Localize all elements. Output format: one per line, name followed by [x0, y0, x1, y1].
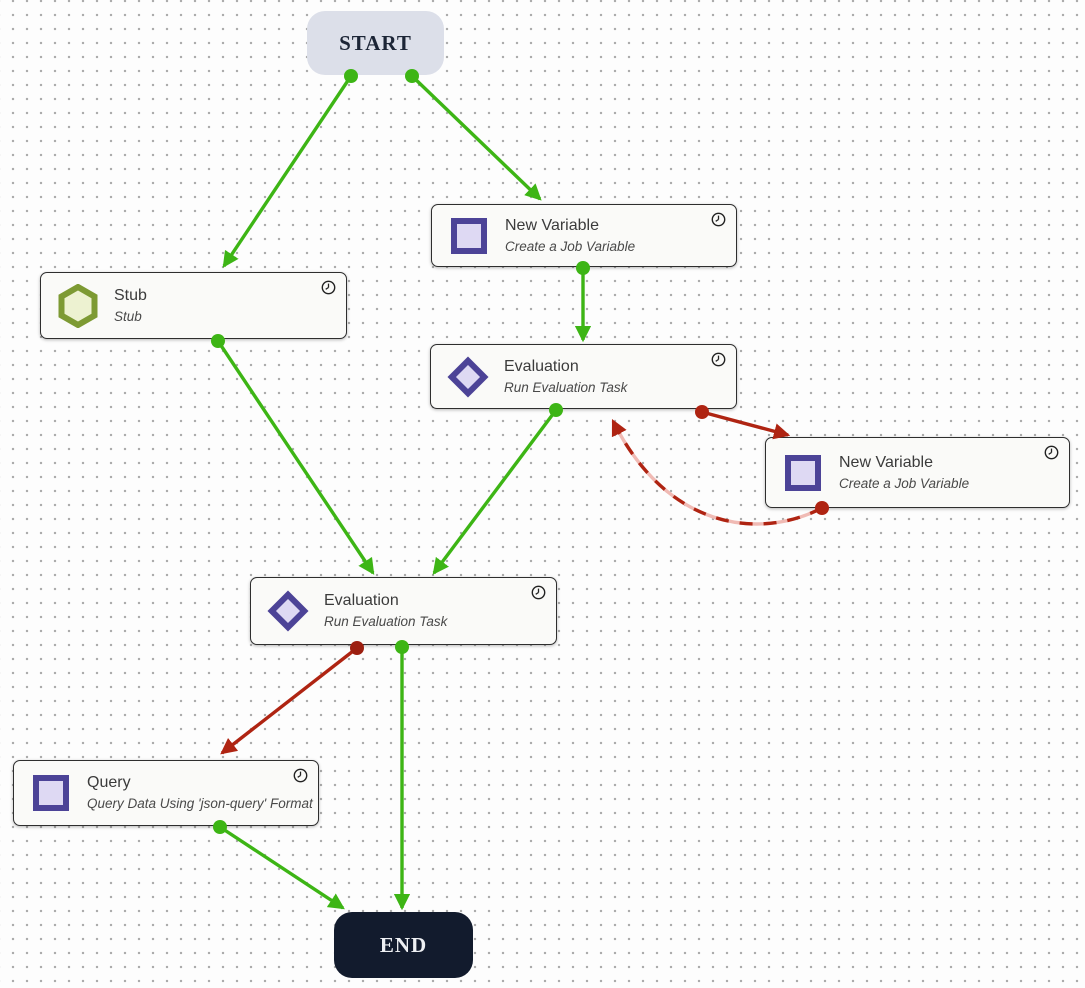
edge-stub-to-evaluation-lower[interactable] [216, 340, 375, 575]
start-node-label: START [339, 30, 412, 55]
stub-hexagon-icon [54, 283, 102, 328]
node-evaluation-upper[interactable]: Evaluation Run Evaluation Task [430, 344, 737, 409]
evaluation-diamond-icon [264, 588, 312, 634]
node-title: New Variable [505, 216, 599, 234]
node-subtitle: Query Data Using 'json-query' Format [87, 796, 313, 812]
clock-icon [531, 585, 546, 605]
node-title: New Variable [839, 453, 933, 471]
evaluation-diamond-icon [444, 354, 492, 400]
edge-evaluation-upper-to-evaluation-lower[interactable] [432, 408, 558, 575]
node-new-variable-right[interactable]: New Variable Create a Job Variable [765, 437, 1070, 508]
clock-icon [1044, 445, 1059, 465]
clock-icon [293, 768, 308, 788]
variable-square-icon [445, 217, 493, 255]
node-evaluation-lower[interactable]: Evaluation Run Evaluation Task [250, 577, 557, 645]
node-title: Evaluation [324, 592, 399, 610]
clock-icon [321, 280, 336, 300]
node-subtitle: Run Evaluation Task [324, 614, 448, 630]
clock-icon [711, 352, 726, 372]
query-square-icon [27, 774, 75, 812]
variable-square-icon [779, 454, 827, 492]
node-subtitle: Stub [114, 308, 142, 324]
edge-start-to-stub[interactable] [222, 75, 353, 268]
node-subtitle: Create a Job Variable [505, 238, 636, 254]
node-subtitle: Run Evaluation Task [504, 379, 628, 395]
node-query[interactable]: Query Query Data Using 'json-query' Form… [13, 760, 319, 826]
edge-evaluation-lower-to-query[interactable] [220, 646, 359, 755]
node-title: Stub [114, 286, 147, 304]
node-subtitle: Create a Job Variable [839, 475, 970, 491]
edge-start-to-new-variable-top[interactable] [410, 74, 542, 201]
end-node[interactable]: END [334, 912, 473, 978]
node-new-variable-top[interactable]: New Variable Create a Job Variable [431, 204, 737, 267]
start-node[interactable]: START [307, 11, 444, 75]
node-title: Query [87, 774, 131, 792]
end-node-label: END [379, 932, 428, 957]
node-stub[interactable]: Stub Stub [40, 272, 347, 339]
edge-query-to-end[interactable] [219, 825, 345, 910]
clock-icon [711, 212, 726, 232]
node-title: Evaluation [504, 357, 579, 375]
edge-evaluation-upper-to-new-variable-right[interactable] [701, 410, 791, 440]
